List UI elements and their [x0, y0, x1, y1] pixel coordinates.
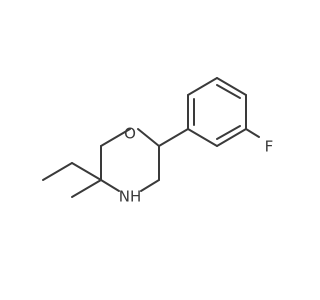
- nitrogen-label: NH: [119, 188, 142, 206]
- bond-n-c5: [140, 179, 160, 192]
- bond-c3-methyl: [71, 179, 102, 198]
- bond-c3-ethyl-ch2: [71, 162, 102, 181]
- alkyl-substituents: [42, 162, 102, 198]
- double-bond-ar5-ar6: [216, 125, 241, 140]
- bond-c6-o: [137, 128, 160, 147]
- atom-labels: O NH F: [119, 125, 274, 206]
- bond-ar6-ar1: [187, 128, 218, 147]
- oxygen-label: O: [124, 125, 136, 143]
- bond-ar5-ar6: [216, 128, 247, 147]
- double-bond-ar3-ar4: [216, 84, 241, 99]
- fluorophenyl-ring: [187, 77, 260, 147]
- bond-c-f: [245, 128, 260, 138]
- morpholine-ring: [100, 128, 160, 192]
- bond-ar3-ar4: [216, 77, 247, 96]
- bond-o-c2: [100, 128, 131, 147]
- bond-c3-n: [100, 179, 120, 192]
- bond-ethyl-ch2-ch3: [42, 162, 73, 181]
- fluorine-label: F: [265, 138, 274, 156]
- molecule-canvas: O NH F: [42, 77, 274, 206]
- bond-ar2-ar3: [187, 77, 218, 96]
- structure-diagram: O NH F: [42, 77, 274, 206]
- bond-c6-phenyl: [158, 128, 189, 147]
